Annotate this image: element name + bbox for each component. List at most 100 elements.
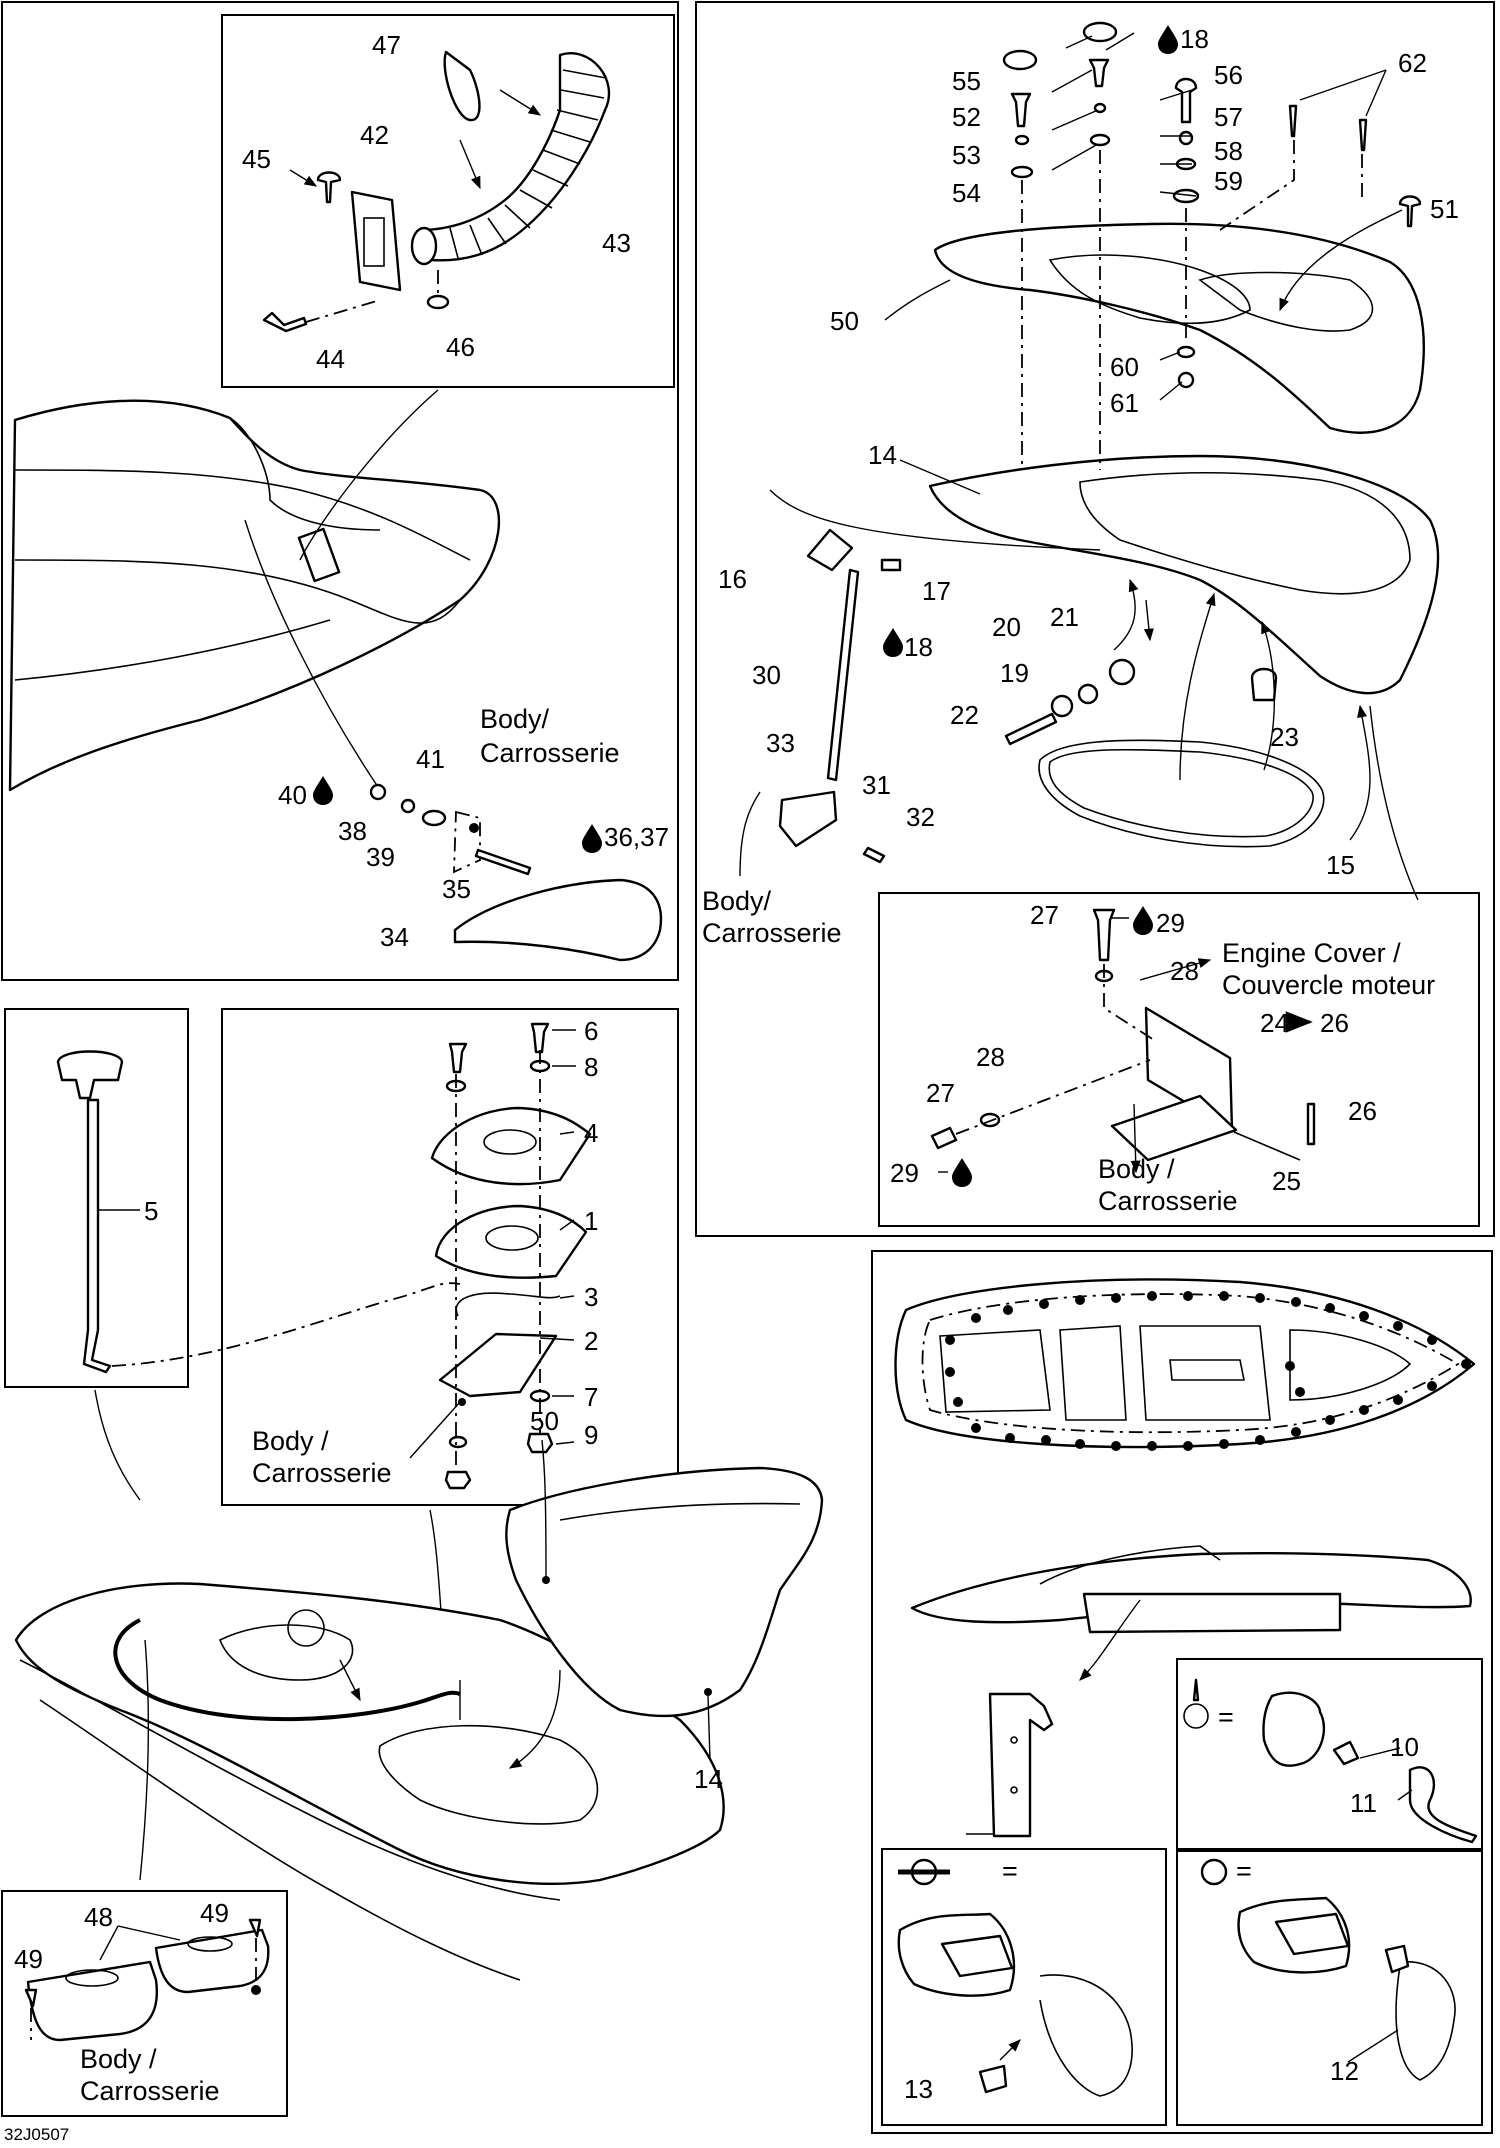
seat-backrest	[229, 417, 381, 531]
cable-tie-c	[1395, 1960, 1456, 2081]
callout-16: 16	[718, 564, 747, 594]
strut-part-30	[826, 568, 860, 782]
callout-27-top: 27	[1030, 900, 1059, 930]
callout-52: 52	[952, 102, 981, 132]
bolt-part-22	[1004, 712, 1058, 746]
screw-part-52	[1010, 92, 1032, 128]
threadlocker-drops	[313, 25, 1178, 1187]
callout-50-hull: 50	[530, 1406, 559, 1436]
body-label-hinge-fr: Carrosserie	[1098, 1186, 1238, 1216]
nut-part-9	[526, 1432, 554, 1454]
tie-inset-a	[1183, 1678, 1478, 1844]
seat-lock-group	[369, 783, 663, 962]
fastener-legend-icon	[1183, 1703, 1209, 1729]
equals-sign-c: =	[1236, 1856, 1252, 1886]
clip-part-11	[1408, 1766, 1478, 1844]
hull-top-dots	[945, 1291, 1471, 1451]
frame-inset-hinge	[878, 892, 1480, 1227]
body-label-bin-fr: Carrosserie	[80, 2076, 220, 2106]
seat-line-3	[14, 619, 331, 681]
mount-assembly	[409, 1022, 592, 1701]
callout-21: 21	[1050, 602, 1079, 632]
seat-outline	[8, 399, 500, 792]
callout-18-mid: 18	[904, 632, 933, 662]
seat-assembly-view	[8, 389, 500, 792]
bolt-part-27-top	[1092, 908, 1116, 962]
body-label-strut-en: Body/	[702, 886, 772, 916]
body-label-seat-fr: Carrosserie	[480, 738, 620, 768]
vent-hose-part-43	[418, 52, 611, 262]
callout-9: 9	[584, 1420, 598, 1450]
screw-part-49-left	[24, 1988, 38, 2008]
callout-49-right: 49	[200, 1898, 229, 1928]
seat-line-2	[14, 559, 461, 624]
washer-part-46	[426, 294, 450, 310]
callout-6: 6	[584, 1016, 598, 1046]
dipstick-view	[56, 1050, 461, 1501]
callout-55: 55	[952, 66, 981, 96]
cable-route	[113, 1618, 461, 1722]
callout-14-hull: 14	[694, 1764, 723, 1794]
screw-part-51	[1398, 195, 1422, 228]
hull-top-outline	[894, 1278, 1476, 1449]
engine-cover-label-en: Engine Cover /	[1222, 938, 1401, 968]
trim-panel-a	[1262, 1691, 1326, 1767]
pin-part-26	[1306, 1102, 1316, 1146]
mount-plate-part-4	[430, 1106, 592, 1186]
drop-icon	[1133, 906, 1153, 935]
callout-53: 53	[952, 140, 981, 170]
vent-flange-inner	[363, 217, 385, 267]
callout-62: 62	[1398, 48, 1427, 78]
cable-legend-icon-c	[1200, 1858, 1228, 1886]
callout-35: 35	[442, 874, 471, 904]
callout-18-top: 18	[1180, 24, 1209, 54]
callout-51: 51	[1430, 194, 1459, 224]
callout-38: 38	[338, 816, 367, 846]
callout-59: 59	[1214, 166, 1243, 196]
cap-part-55	[1002, 49, 1038, 71]
rivet-part-32	[862, 846, 886, 864]
tie-inset-b	[897, 1858, 1133, 2097]
equals-sign-a: =	[1218, 1702, 1234, 1732]
callout-33: 33	[766, 728, 795, 758]
frame-tie-c	[1176, 1848, 1483, 2126]
callout-5: 5	[144, 1196, 158, 1226]
callout-56: 56	[1214, 60, 1243, 90]
gasket-part-15	[1038, 739, 1325, 848]
callout-29-top: 29	[1156, 908, 1185, 938]
cable-tie-b	[1039, 1974, 1133, 2097]
screw-part-45	[316, 171, 342, 204]
frame-inset-vent	[221, 14, 675, 388]
callout-42: 42	[360, 120, 389, 150]
callout-15: 15	[1326, 850, 1355, 880]
bolt-part-27-side	[930, 1126, 958, 1150]
body-label-strut-fr: Carrosserie	[702, 918, 842, 948]
frame-tie-b	[881, 1848, 1167, 2126]
seat-leader-line	[244, 389, 439, 788]
callout-36-37: 36,37	[604, 822, 669, 852]
storage-bin-part-48-right	[154, 1928, 270, 1994]
callout-49-left: 49	[14, 1944, 43, 1974]
pin-part-25	[1233, 1131, 1301, 1161]
callout-39: 39	[366, 842, 395, 872]
callout-4: 4	[584, 1118, 598, 1148]
storage-bin-part-48-left	[26, 1960, 158, 2042]
callout-3: 3	[584, 1282, 598, 1312]
callout-23: 23	[1270, 722, 1299, 752]
callout-45: 45	[242, 144, 271, 174]
dipstick-part-5	[82, 1098, 112, 1374]
callout-28-top: 28	[1170, 956, 1199, 986]
callout-8: 8	[584, 1052, 598, 1082]
body-bracket-outline	[453, 810, 481, 874]
drop-icon	[952, 1158, 972, 1187]
hull-top-view	[894, 1278, 1476, 1449]
callout-1: 1	[584, 1206, 598, 1236]
frame-top-left	[1, 1, 679, 981]
callout-26: 26	[1348, 1096, 1377, 1126]
callout-7: 7	[584, 1382, 598, 1412]
bolt-part-56	[1174, 77, 1198, 124]
equals-sign-b: =	[1002, 1856, 1018, 1886]
callout-50-top: 50	[830, 306, 859, 336]
callout-24-to-26: 26	[1320, 1008, 1349, 1038]
